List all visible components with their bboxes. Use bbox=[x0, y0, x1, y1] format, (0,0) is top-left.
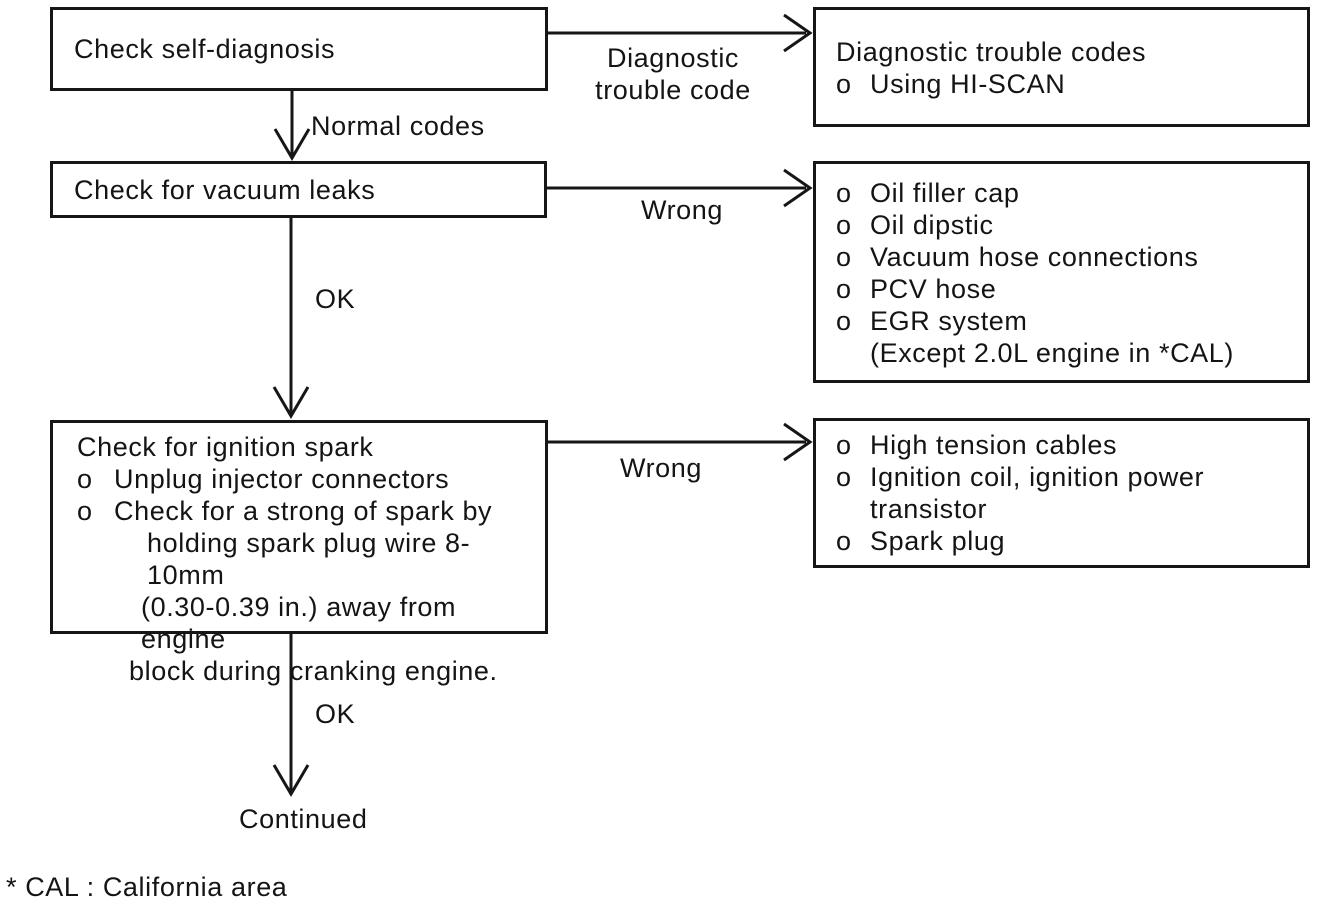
arrow-ok-down-to-ignition bbox=[272, 218, 310, 419]
bullet-icon: o bbox=[836, 178, 852, 208]
box-check-ignition-spark-title: Check for ignition spark bbox=[77, 432, 374, 462]
label-continued: Continued bbox=[239, 804, 368, 834]
vacuum-cause-2: Oil dipstic bbox=[870, 210, 994, 240]
list-item: o EGR system bbox=[836, 305, 1301, 337]
box-ignition-spark-causes: o High tension cables o Ignition coil, i… bbox=[813, 418, 1310, 568]
footnote-cal-definition: * CAL : California area bbox=[6, 872, 288, 902]
list-item: o Ignition coil, ignition power bbox=[836, 461, 1301, 493]
vacuum-cause-5: EGR system bbox=[870, 306, 1028, 336]
list-item: o Oil dipstic bbox=[836, 209, 1301, 241]
list-item: o Using HI-SCAN bbox=[836, 68, 1301, 100]
box-vacuum-leak-causes: o Oil filler cap o Oil dipstic o Vacuum … bbox=[813, 161, 1310, 383]
bullet-icon: o bbox=[836, 306, 852, 336]
vacuum-cause-4: PCV hose bbox=[870, 274, 997, 304]
list-item: o PCV hose bbox=[836, 273, 1301, 305]
bullet-icon: o bbox=[836, 526, 852, 556]
vacuum-cause-1: Oil filler cap bbox=[870, 178, 1020, 208]
list-item: o Spark plug bbox=[836, 525, 1301, 557]
dtc-title: Diagnostic trouble codes bbox=[836, 37, 1147, 67]
list-item: o High tension cables bbox=[836, 429, 1301, 461]
box-check-vacuum-leaks: Check for vacuum leaks bbox=[50, 161, 547, 218]
label-wrong-vacuum: Wrong bbox=[641, 195, 724, 225]
ignition-item2-continuation-1: holding spark plug wire 8-10mm bbox=[147, 528, 471, 590]
label-ok-ignition: OK bbox=[315, 699, 356, 729]
label-diagnostic-trouble-code: Diagnostic trouble code bbox=[590, 42, 756, 106]
arrow-normal-codes-down bbox=[273, 91, 311, 161]
ignition-item2-continuation-3: block during cranking engine. bbox=[129, 656, 498, 686]
list-item: o Unplug injector connectors bbox=[77, 463, 539, 495]
bullet-icon: o bbox=[77, 464, 93, 494]
ignition-title-line: Check for ignition spark bbox=[77, 431, 539, 463]
bullet-icon: o bbox=[836, 242, 852, 272]
list-item: o Check for a strong of spark by bbox=[77, 495, 539, 527]
ignition-cause-2: Ignition coil, ignition power bbox=[870, 462, 1205, 492]
ignition-item1: Unplug injector connectors bbox=[114, 464, 450, 494]
dtc-item: Using HI-SCAN bbox=[870, 69, 1066, 99]
box-check-vacuum-leaks-title: Check for vacuum leaks bbox=[74, 174, 376, 205]
box-check-self-diagnosis-title: Check self-diagnosis bbox=[74, 34, 336, 64]
label-diagnostic-line2: trouble code bbox=[595, 75, 751, 105]
bullet-icon: o bbox=[77, 496, 93, 526]
box-check-self-diagnosis: Check self-diagnosis bbox=[50, 7, 548, 91]
bullet-icon: o bbox=[836, 274, 852, 304]
ignition-item2: Check for a strong of spark by bbox=[114, 496, 493, 526]
ignition-item2-continuation-2: (0.30-0.39 in.) away from engine bbox=[141, 592, 457, 654]
ignition-cause-2-continuation: transistor bbox=[870, 494, 988, 524]
bullet-icon: o bbox=[836, 210, 852, 240]
bullet-icon: o bbox=[836, 69, 852, 99]
label-wrong-ignition: Wrong bbox=[620, 453, 703, 483]
box-diagnostic-trouble-codes: Diagnostic trouble codes o Using HI-SCAN bbox=[813, 7, 1310, 127]
box-check-ignition-spark: Check for ignition spark o Unplug inject… bbox=[50, 420, 548, 686]
ignition-cause-1: High tension cables bbox=[870, 430, 1118, 460]
label-ok-vacuum: OK bbox=[315, 284, 356, 314]
bullet-icon: o bbox=[836, 462, 852, 492]
label-normal-codes: Normal codes bbox=[311, 111, 485, 141]
vacuum-cause-3: Vacuum hose connections bbox=[870, 242, 1199, 272]
label-diagnostic-line1: Diagnostic bbox=[606, 43, 740, 73]
bullet-icon: o bbox=[836, 430, 852, 460]
list-item: o Vacuum hose connections bbox=[836, 241, 1301, 273]
list-item: o Oil filler cap bbox=[836, 177, 1301, 209]
ignition-cause-3: Spark plug bbox=[870, 526, 1006, 556]
vacuum-causes-note: (Except 2.0L engine in *CAL) bbox=[870, 338, 1235, 368]
